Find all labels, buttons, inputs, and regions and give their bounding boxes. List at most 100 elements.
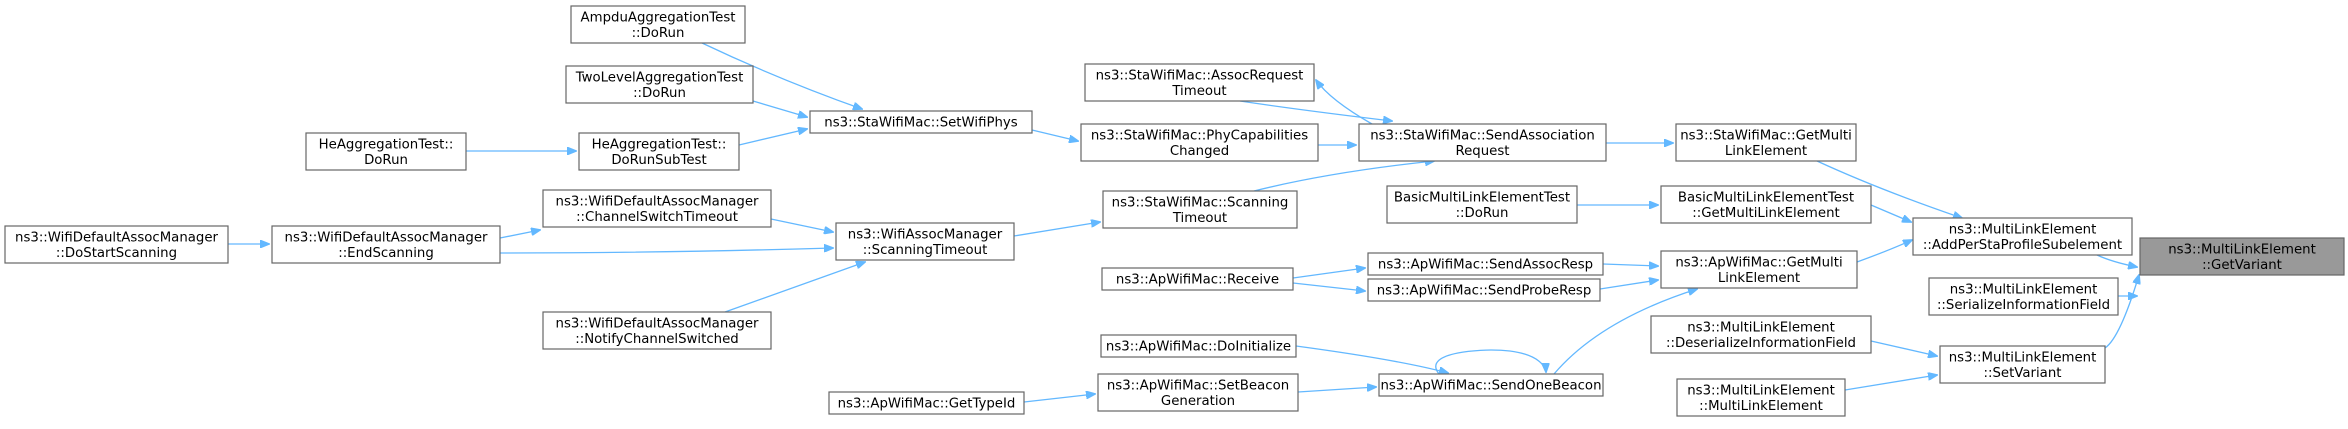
node-box [1660, 250, 1858, 289]
node-box [2139, 237, 2345, 276]
node-label-line: ns3::MultiLinkElement [2168, 242, 2316, 257]
function-node[interactable]: BasicMultiLinkElementTest::GetMultiLinkE… [1660, 185, 1872, 224]
nodes-layer: ns3::MultiLinkElement::GetVariantns3::Mu… [4, 5, 2345, 417]
node-label-line: TwoLevelAggregationTest [575, 70, 744, 85]
node-box [1928, 277, 2119, 316]
node-label-line: ns3::WifiDefaultAssocManager [556, 194, 759, 209]
node-label-line: ::GetMultiLinkElement [1692, 206, 1839, 221]
node-box [570, 5, 746, 44]
function-node[interactable]: ns3::ApWifiMac::Receive [1101, 267, 1294, 291]
function-node[interactable]: ns3::MultiLinkElement::MultiLinkElement [1676, 378, 1846, 417]
node-label-line: ns3::ApWifiMac::SendAssocResp [1378, 258, 1593, 273]
node-box [1675, 123, 1857, 162]
function-node[interactable]: ns3::WifiDefaultAssocManager::EndScannin… [271, 225, 501, 264]
function-node[interactable]: ns3::MultiLinkElement::SetVariant [1939, 345, 2106, 384]
function-node[interactable]: ns3::MultiLinkElement::SerializeInformat… [1928, 277, 2119, 316]
node-box [835, 222, 1015, 261]
node-box [1660, 185, 1872, 224]
node-label-line: ::AddPerStaProfileSubelement [1923, 238, 2122, 253]
call-edge-n13-n13 [1435, 349, 1546, 375]
node-label-line: ns3::ApWifiMac::GetTypeId [838, 397, 1016, 412]
node-box [1358, 123, 1607, 162]
function-node[interactable]: ns3::ApWifiMac::SendProbeResp [1367, 278, 1601, 302]
node-box [1386, 185, 1578, 224]
node-box [1676, 378, 1846, 417]
node-label-line: Timeout [1171, 84, 1226, 99]
function-node[interactable]: ns3::ApWifiMac::GetMultiLinkElement [1660, 250, 1858, 289]
function-node[interactable]: ns3::MultiLinkElement::DeserializeInform… [1650, 315, 1872, 354]
node-box [1080, 123, 1319, 162]
node-box [565, 65, 754, 104]
node-label-line: ns3::MultiLinkElement [1950, 282, 2098, 297]
node-box [1102, 190, 1298, 229]
call-edge-n17-n11 [1292, 268, 1365, 279]
call-edge-n5-n1 [1870, 204, 1911, 222]
function-node[interactable]: ns3::WifiDefaultAssocManager::ChannelSwi… [542, 189, 772, 228]
node-label-line: ns3::WifiDefaultAssocManager [556, 316, 759, 331]
call-edge-n20-n15 [1031, 129, 1078, 141]
function-node[interactable]: HeAggregationTest::DoRunSubTest [578, 132, 740, 171]
call-edge-n12-n6 [1599, 280, 1658, 290]
function-node[interactable]: ns3::WifiDefaultAssocManager::NotifyChan… [542, 311, 772, 350]
call-edge-n26-n21 [770, 218, 833, 232]
function-node[interactable]: AmpduAggregationTest::DoRun [570, 5, 746, 44]
node-box [1939, 345, 2106, 384]
node-label-line: ns3::StaWifiMac::PhyCapabilities [1091, 128, 1308, 143]
node-box [1378, 373, 1604, 397]
node-label-line: ::DoRun [1456, 206, 1509, 221]
node-label-line: ns3::MultiLinkElement [1687, 320, 1835, 335]
call-edge-n8-n3 [1844, 375, 1937, 391]
call-edge-n3-n0 [2104, 275, 2139, 349]
function-node[interactable]: TwoLevelAggregationTest::DoRun [565, 65, 754, 104]
call-edge-n11-n6 [1602, 264, 1658, 266]
node-label-line: ns3::ApWifiMac::SendOneBeacon [1380, 379, 1601, 394]
node-label-line: ::ChannelSwitchTimeout [576, 210, 738, 225]
call-edge-n27-n21 [499, 248, 833, 254]
node-box [1367, 278, 1601, 302]
node-label-line: ns3::StaWifiMac::SetWifiPhys [824, 116, 1017, 131]
node-box [542, 189, 772, 228]
function-node[interactable]: ns3::WifiDefaultAssocManager::DoStartSca… [4, 225, 229, 264]
call-edge-n4-n1 [1816, 160, 1962, 218]
node-label-line: ns3::ApWifiMac::SetBeacon [1107, 378, 1289, 393]
edges-layer [228, 42, 2139, 403]
function-node[interactable]: ns3::ApWifiMac::GetTypeId [828, 391, 1025, 415]
call-edge-n27-n26 [499, 230, 540, 239]
node-label-line: Timeout [1172, 211, 1227, 226]
node-label-line: Changed [1170, 144, 1229, 159]
function-node[interactable]: BasicMultiLinkElementTest::DoRun [1386, 185, 1578, 224]
node-label-line: ::DoRun [633, 86, 686, 101]
node-box [828, 391, 1025, 415]
call-edge-n6-n1 [1856, 240, 1912, 263]
function-node[interactable]: HeAggregationTest::DoRun [305, 132, 467, 171]
focus-function-node[interactable]: ns3::MultiLinkElement::GetVariant [2139, 237, 2345, 276]
node-label-line: ::DoStartScanning [56, 246, 177, 261]
node-label-line: ::ScanningTimeout [863, 243, 988, 258]
function-node[interactable]: ns3::MultiLinkElement::AddPerStaProfileS… [1912, 217, 2133, 256]
node-label-line: ::DeserializeInformationField [1666, 336, 1856, 351]
node-label-line: ns3::WifiAssocManager [848, 227, 1003, 242]
node-label-line: Request [1455, 144, 1509, 159]
function-node[interactable]: ns3::ApWifiMac::SendAssocResp [1367, 252, 1604, 276]
node-label-line: ns3::ApWifiMac::SendProbeResp [1377, 284, 1592, 299]
function-node[interactable]: ns3::ApWifiMac::SendOneBeacon [1378, 373, 1604, 397]
node-box [1100, 334, 1297, 358]
function-node[interactable]: ns3::ApWifiMac::DoInitialize [1100, 334, 1297, 358]
node-box [578, 132, 740, 171]
node-label-line: ns3::MultiLinkElement [1687, 383, 1835, 398]
function-node[interactable]: ns3::StaWifiMac::GetMultiLinkElement [1675, 123, 1857, 162]
call-edge-n16-n9 [1253, 161, 1434, 192]
node-label-line: ns3::ApWifiMac::GetMulti [1675, 255, 1842, 270]
node-label-line: HeAggregationTest:: [319, 137, 454, 152]
function-node[interactable]: ns3::WifiAssocManager::ScanningTimeout [835, 222, 1015, 261]
node-label-line: AmpduAggregationTest [581, 10, 736, 25]
call-edge-n23-n20 [701, 42, 862, 109]
function-node[interactable]: ns3::StaWifiMac::ScanningTimeout [1102, 190, 1298, 229]
node-box [1650, 315, 1872, 354]
function-node[interactable]: ns3::StaWifiMac::SetWifiPhys [809, 110, 1033, 134]
